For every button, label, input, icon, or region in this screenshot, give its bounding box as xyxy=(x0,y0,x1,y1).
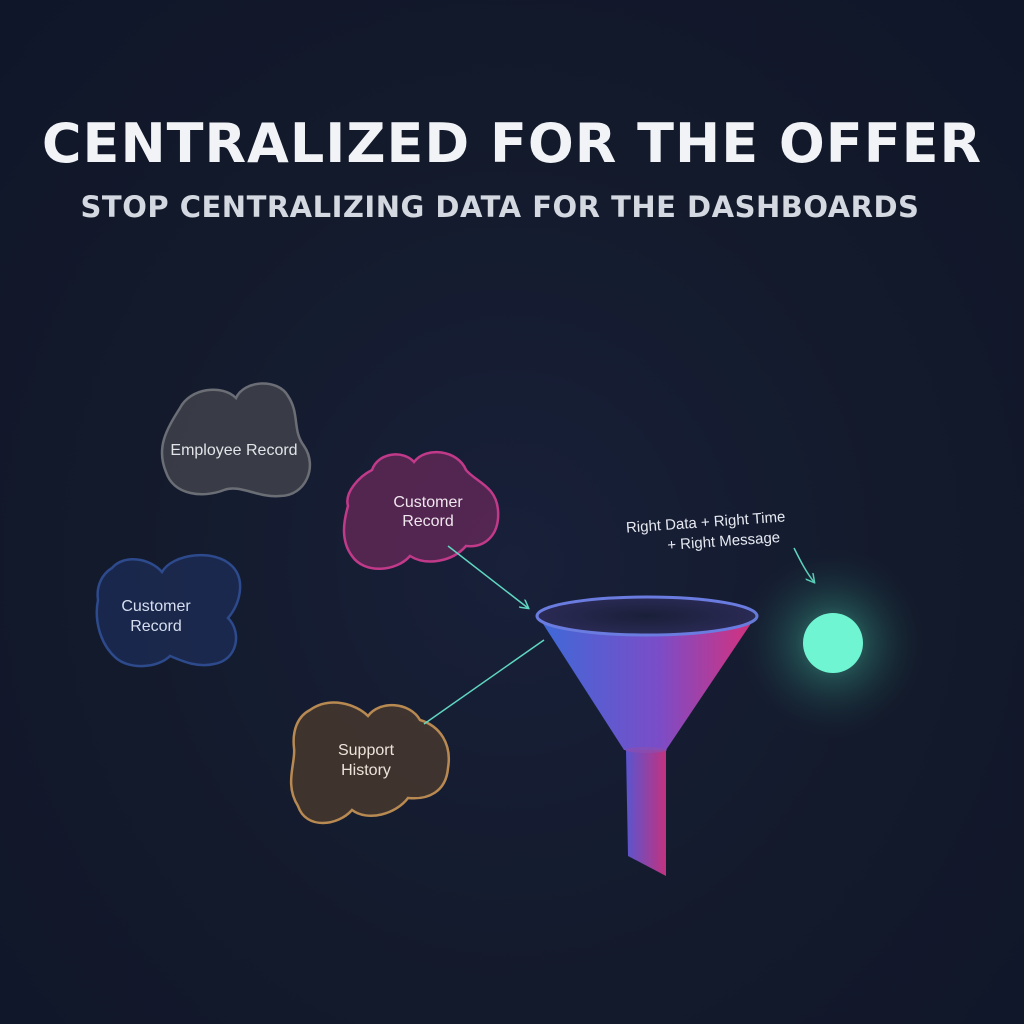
output-annotation-line2: + Right Message xyxy=(667,529,781,554)
customer-record-pink-label-line2: Record xyxy=(402,513,454,530)
connector-line-support-to-funnel xyxy=(423,639,545,725)
support-history-label-line2: History xyxy=(341,762,391,779)
funnel-neck xyxy=(625,747,667,753)
source-blob-support-history: Support History xyxy=(289,701,451,825)
customer-record-blue-label-line2: Record xyxy=(130,618,182,635)
source-blob-customer-record-blue: Customer Record xyxy=(95,553,242,668)
connector-arrow-customer-to-funnel xyxy=(447,545,528,608)
funnel xyxy=(535,595,759,876)
support-history-label-line1: Support xyxy=(338,742,395,759)
customer-record-blue-label-line1: Customer xyxy=(121,598,191,615)
customer-record-pink-label-line1: Customer xyxy=(393,494,463,511)
employee-record-label: Employee Record xyxy=(170,442,297,459)
funnel-stem xyxy=(626,750,666,876)
source-blob-customer-record-pink: Customer Record xyxy=(342,450,500,570)
funnel-rim xyxy=(535,595,759,637)
page-title: CENTRALIZED FOR THE OFFER xyxy=(41,112,983,175)
page-subtitle: STOP CENTRALIZING DATA FOR THE DASHBOARD… xyxy=(80,190,920,224)
output-orb xyxy=(803,613,863,673)
funnel-cone xyxy=(538,616,756,750)
source-blob-employee-record: Employee Record xyxy=(160,382,312,498)
